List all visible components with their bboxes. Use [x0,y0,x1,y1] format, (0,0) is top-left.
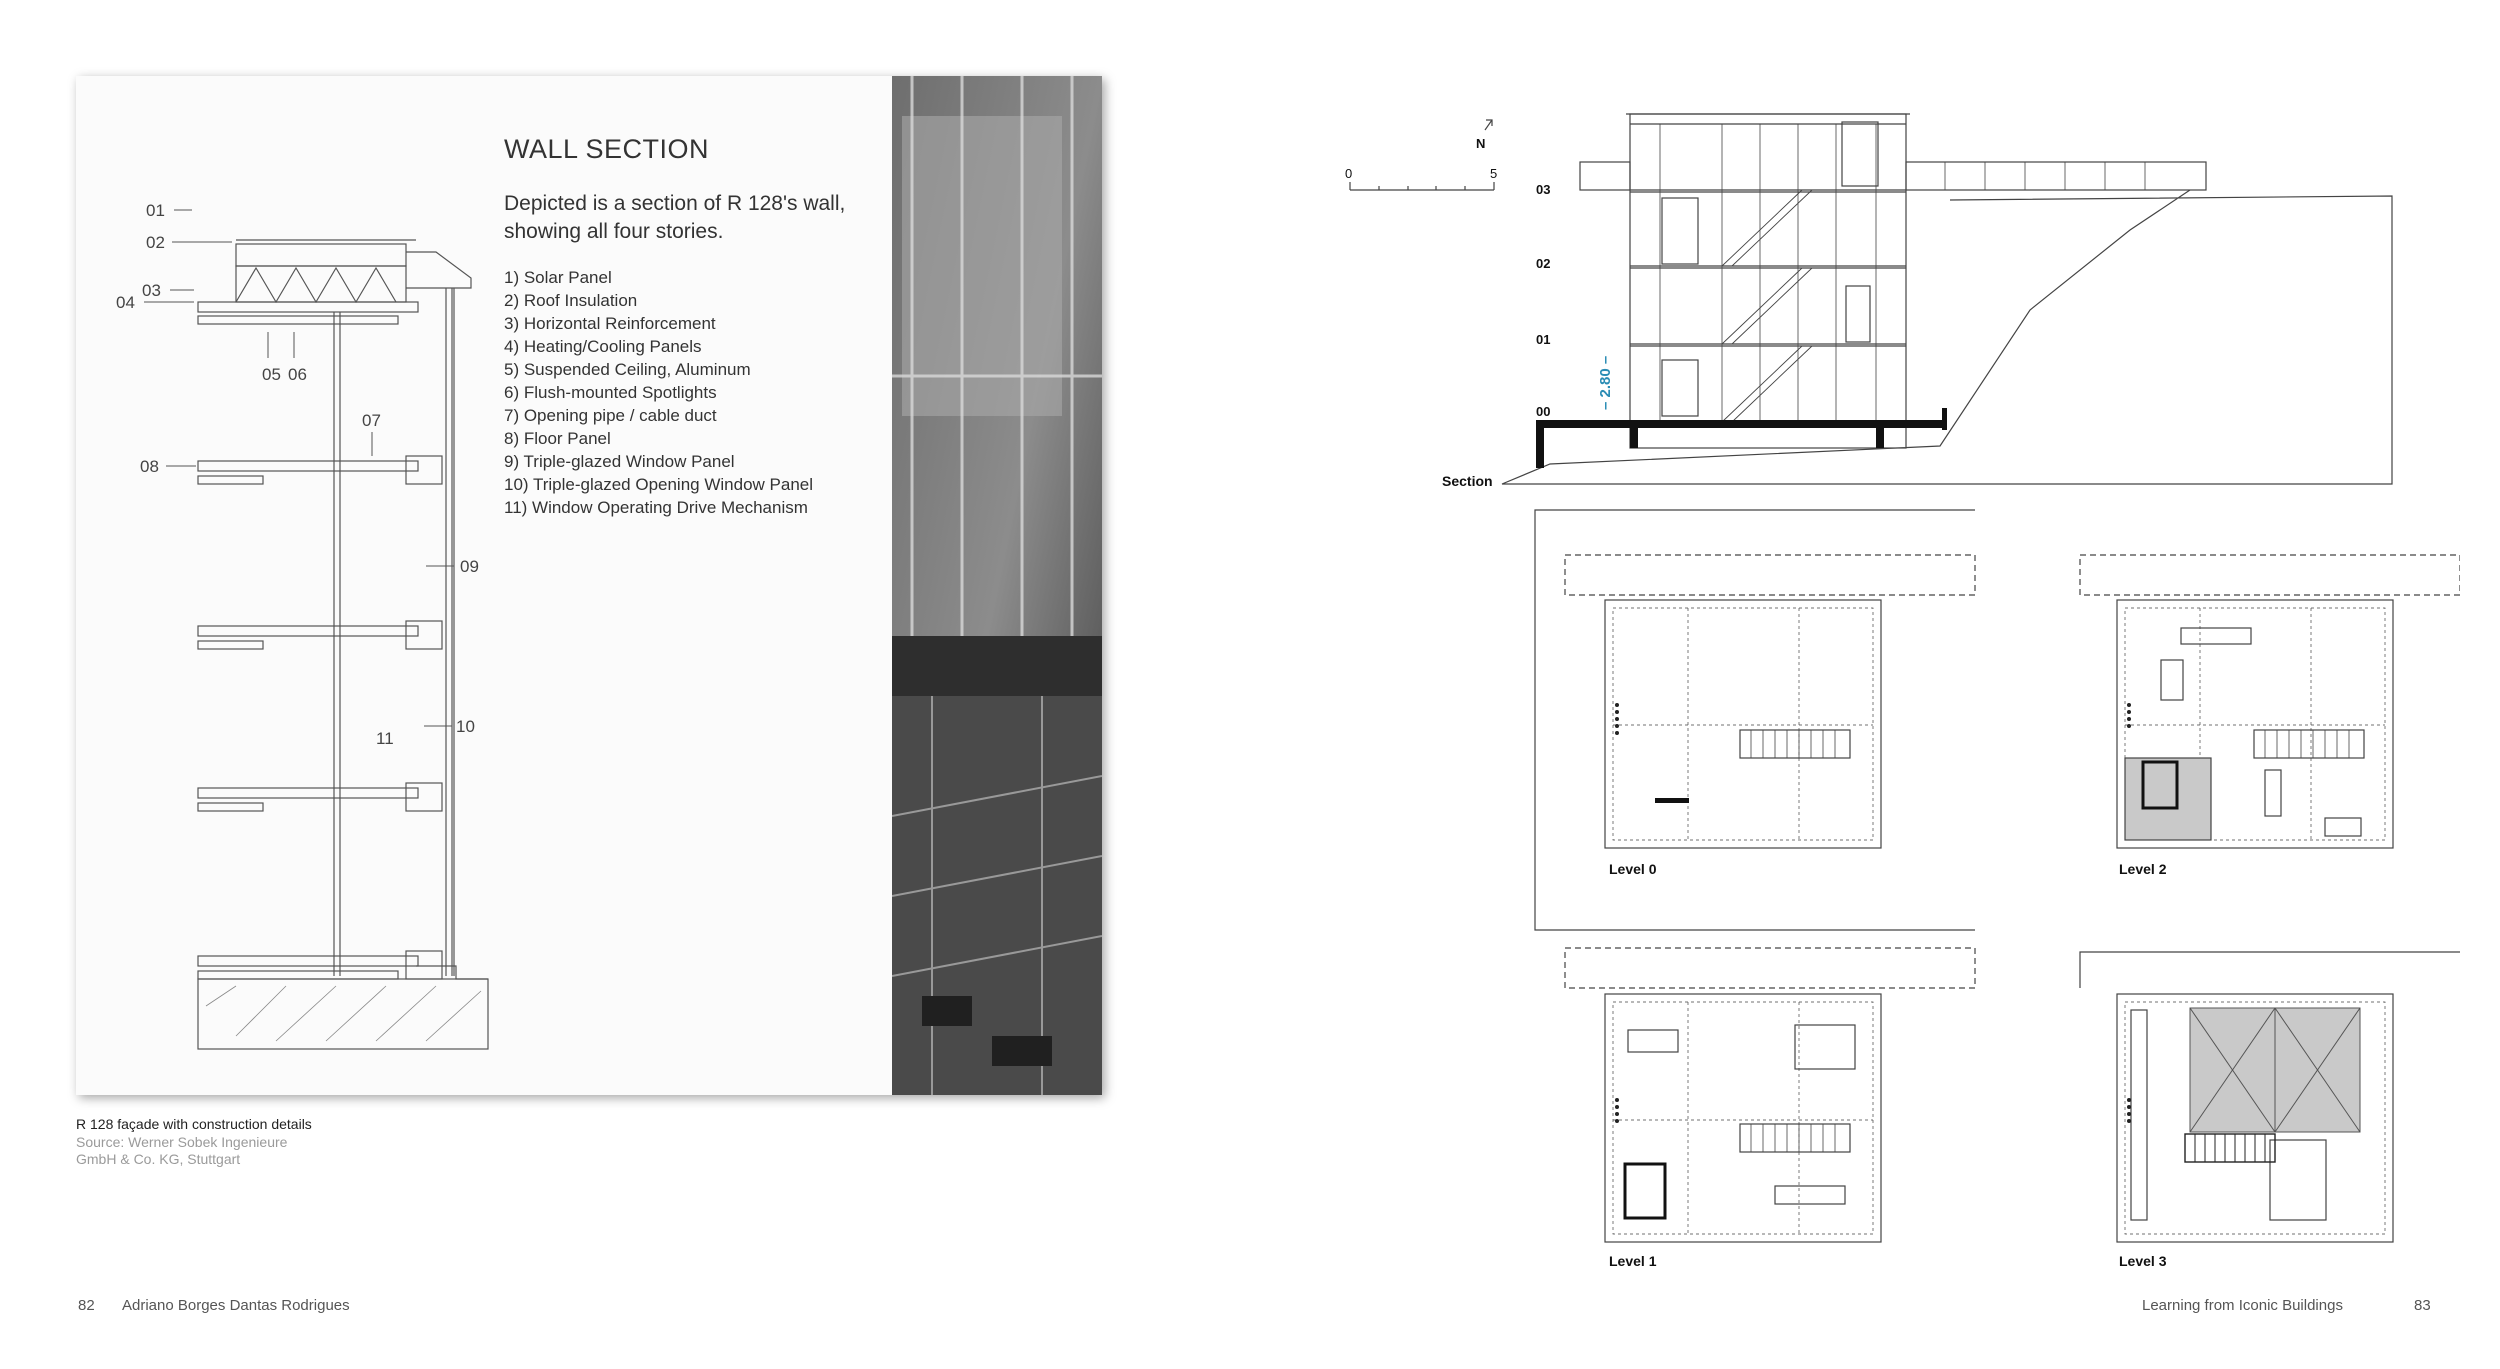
legend-item: 8) Floor Panel [504,429,611,448]
legend-item: 9) Triple-glazed Window Panel [504,452,735,471]
callout-06: 06 [288,365,307,384]
legend-item: 6) Flush-mounted Spotlights [504,383,717,402]
callout-08: 08 [140,457,159,476]
plan-label-level0: Level 0 [1609,861,1657,877]
left-page-number: 82 [78,1297,95,1314]
callout-05: 05 [262,365,281,384]
callout-09: 09 [460,557,479,576]
callout-10: 10 [456,717,475,736]
building-section-drawing: N 0 5 03 02 01 00 – 2.80 – Section [1345,113,2393,489]
wall-section-legend: 1) Solar Panel 2) Roof Insulation 3) Hor… [504,266,813,519]
figure-source: Source: Werner Sobek Ingenieure GmbH & C… [76,1134,376,1168]
legend-item: 7) Opening pipe / cable duct [504,406,717,425]
scale-end: 5 [1490,166,1497,181]
legend-item: 11) Window Operating Drive Mechanism [504,498,808,517]
legend-item: 10) Triple-glazed Opening Window Panel [504,475,814,494]
callout-03: 03 [142,281,161,300]
right-page-title: Learning from Iconic Buildings [2142,1297,2343,1314]
source-line: Source: Werner Sobek Ingenieure [76,1134,288,1150]
callout-04: 04 [116,293,135,312]
callout-02: 02 [146,233,165,252]
scale-start: 0 [1345,166,1352,181]
section-label: Section [1442,473,1493,489]
legend-item: 3) Horizontal Reinforcement [504,314,716,333]
legend-item: 1) Solar Panel [504,268,612,287]
wall-section-title: WALL SECTION [504,134,710,164]
legend-item: 2) Roof Insulation [504,291,638,310]
legend-item: 4) Heating/Cooling Panels [504,337,702,356]
callout-07: 07 [362,411,381,430]
right-page-number: 83 [2414,1297,2431,1314]
wall-section-drawing: 01 02 03 04 05 06 07 08 09 10 11 [116,201,489,1050]
legend-item: 5) Suspended Ceiling, Aluminum [504,360,751,379]
wall-section-description: Depicted is a section of R 128's wall, s… [504,192,846,243]
level-label-03: 03 [1536,182,1550,197]
source-line: GmbH & Co. KG, Stuttgart [76,1151,241,1167]
level-label-01: 01 [1536,332,1550,347]
wall-section-figure: 01 02 03 04 05 06 07 08 09 10 11 WALL SE… [76,76,1102,1095]
callout-01: 01 [146,201,165,220]
level-label-00: 00 [1536,404,1550,419]
plan-label-level2: Level 2 [2119,861,2167,877]
figure-caption: R 128 façade with construction details [76,1116,312,1132]
level-label-02: 02 [1536,256,1550,271]
interior-photo [892,76,1102,1095]
height-dimension: – 2.80 – [1597,356,1614,410]
floor-plans: Level 0 Level 2 Level 1 Level 3 [1534,509,2460,1269]
callout-11: 11 [376,729,394,748]
plan-label-level1: Level 1 [1609,1253,1657,1269]
plan-label-level3: Level 3 [2119,1253,2167,1269]
left-page-author: Adriano Borges Dantas Rodrigues [122,1297,350,1314]
north-label: N [1476,136,1485,151]
